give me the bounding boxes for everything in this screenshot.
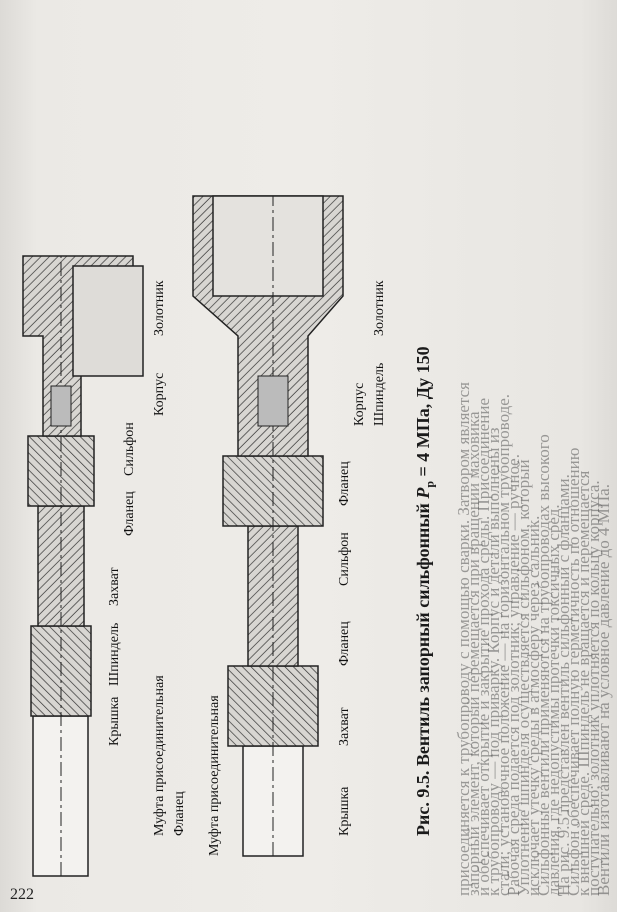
label-shpindel: Шпиндель (107, 623, 122, 686)
valve-figure-upper (22, 255, 144, 877)
labels-upper: Крышка Шпиндель Захват Фланец Сильфон Ко… (107, 280, 187, 836)
label-silfon: Сильфон (122, 422, 137, 476)
caption-pressure-sub: р (422, 480, 437, 488)
figure-caption: Рис. 9.5. Вентиль запорный сильфонный Pр… (413, 346, 438, 836)
label-flanets-top: Фланец (172, 791, 187, 836)
body-flange-part (222, 455, 324, 527)
label-zolotnik: Золотник (152, 280, 167, 336)
disc-part (50, 385, 72, 427)
pipe-outlet (212, 195, 324, 297)
label-zakhvat-r: Захват (337, 707, 352, 746)
label-flanets-mid: Фланец (122, 491, 137, 536)
labels-lower: Крышка Захват Фланец Сильфон Фланец Корп… (207, 280, 387, 856)
page-number: 222 (10, 886, 34, 903)
label-zakhvat: Захват (107, 567, 122, 606)
label-flanets-2-r: Фланец (337, 461, 352, 506)
valve-figure-lower (192, 195, 344, 857)
caption-pressure: P (413, 487, 433, 499)
valve-drawings: Крышка Шпиндель Захват Фланец Сильфон Ко… (22, 195, 387, 877)
pipe-outlet (72, 265, 144, 377)
label-silfon-r: Сильфон (337, 532, 352, 586)
rotated-page-content: присоединяется к трубопроводу с помощью … (13, 16, 613, 896)
label-kryshka: Крышка (107, 696, 122, 746)
label-kryshka-r: Крышка (337, 786, 352, 836)
label-korpus-r: Корпус (352, 383, 367, 426)
caption-prefix: Рис. 9.5. Вентиль запорный сильфонный (413, 498, 433, 836)
label-zolotnik-r: Золотник (372, 280, 387, 336)
label-shpindel-r: Шпиндель (372, 363, 387, 426)
disc-part (257, 375, 289, 427)
caption-suffix: = 4 МПа, Ду 150 (413, 346, 433, 481)
label-korpus: Корпус (152, 373, 167, 416)
label-flanets-1-r: Фланец (337, 621, 352, 666)
label-mufta: Муфта присоединительная (152, 675, 167, 836)
label-mufta-r: Муфта присоединительная (207, 695, 222, 856)
